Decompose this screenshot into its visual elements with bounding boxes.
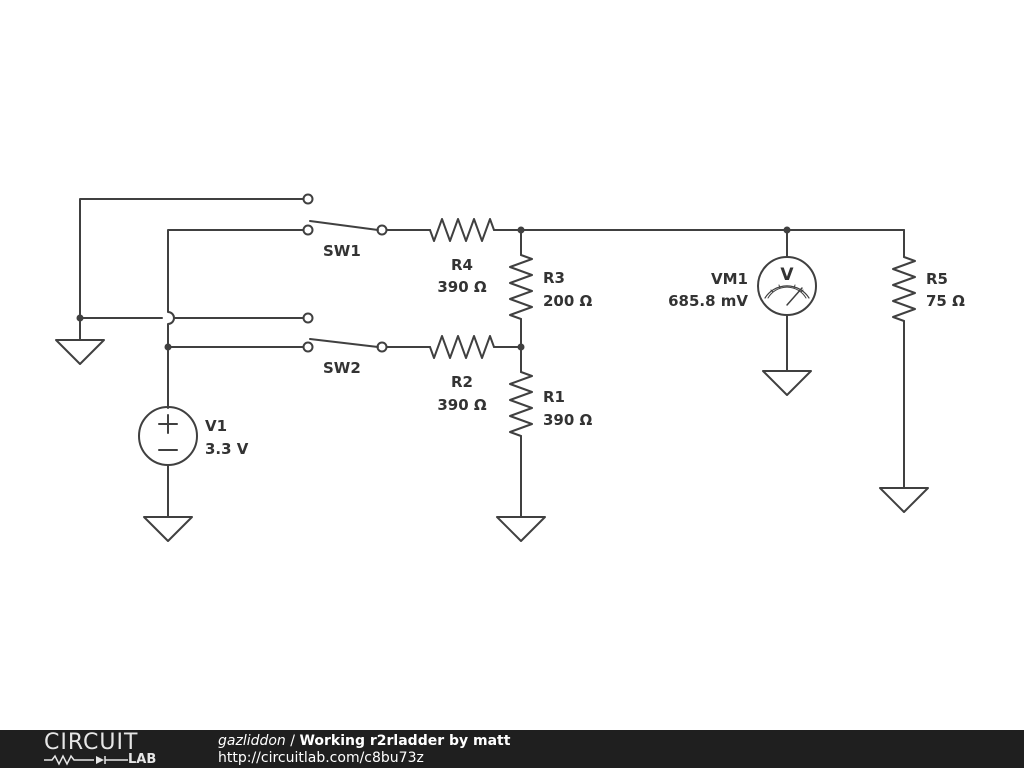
r3-name-label: R3 bbox=[543, 269, 565, 287]
voltmeter-symbol-label: V bbox=[780, 265, 794, 285]
brand-logo-resistor-icon bbox=[44, 754, 128, 766]
junction-ground-left bbox=[76, 314, 84, 322]
ground-symbol-left bbox=[55, 339, 105, 365]
title-separator: / bbox=[285, 733, 300, 749]
resistor-r1[interactable] bbox=[509, 371, 533, 437]
circuit-title-line: gazliddon / Working r2rladder by matt bbox=[218, 732, 510, 750]
r5-name-label: R5 bbox=[926, 270, 948, 288]
switch-sw2[interactable] bbox=[302, 312, 388, 353]
footer-bar: CIRCUIT LAB gazliddon / Working r2rladde… bbox=[0, 730, 1024, 768]
brand-logo-circuit[interactable]: CIRCUIT bbox=[44, 730, 139, 755]
resistor-r3[interactable] bbox=[509, 254, 533, 320]
brand-logo-lab: LAB bbox=[128, 752, 157, 767]
author-link[interactable]: gazliddon bbox=[218, 733, 286, 749]
wire-sw1-upper-to-ground bbox=[79, 198, 309, 319]
sw1-label: SW1 bbox=[323, 242, 361, 260]
vm1-value-label: 685.8 mV bbox=[668, 292, 748, 310]
circuit-title: Working r2rladder by matt bbox=[299, 733, 511, 749]
sw2-label: SW2 bbox=[323, 359, 361, 377]
r2-name-label: R2 bbox=[451, 373, 473, 391]
circuit-schematic: V SW1 SW2 R4 390 Ω R3 200 Ω R2 390 Ω R1 … bbox=[55, 193, 965, 542]
junction-v1-sw2 bbox=[164, 343, 172, 351]
circuit-url-link[interactable]: http://circuitlab.com/c8bu73z bbox=[218, 750, 424, 766]
resistor-r5[interactable] bbox=[892, 256, 916, 322]
v1-name-label: V1 bbox=[205, 417, 227, 435]
ground-symbol-vm1 bbox=[762, 370, 812, 396]
r3-value-label: 200 Ω bbox=[543, 292, 593, 310]
voltage-source-v1[interactable] bbox=[138, 406, 198, 466]
ground-symbol-r1 bbox=[496, 516, 546, 542]
r4-name-label: R4 bbox=[451, 256, 473, 274]
ground-symbol-r5 bbox=[879, 487, 929, 513]
resistor-r2[interactable] bbox=[429, 335, 495, 359]
switch-sw1[interactable] bbox=[302, 193, 388, 236]
ground-symbol-v1 bbox=[143, 516, 193, 542]
v1-value-label: 3.3 V bbox=[205, 440, 249, 458]
r1-name-label: R1 bbox=[543, 388, 565, 406]
r1-value-label: 390 Ω bbox=[543, 411, 593, 429]
r5-value-label: 75 Ω bbox=[926, 292, 965, 310]
r2-value-label: 390 Ω bbox=[437, 396, 487, 414]
resistor-r4[interactable] bbox=[429, 218, 495, 242]
r4-value-label: 390 Ω bbox=[437, 278, 487, 296]
vm1-name-label: VM1 bbox=[711, 270, 748, 288]
